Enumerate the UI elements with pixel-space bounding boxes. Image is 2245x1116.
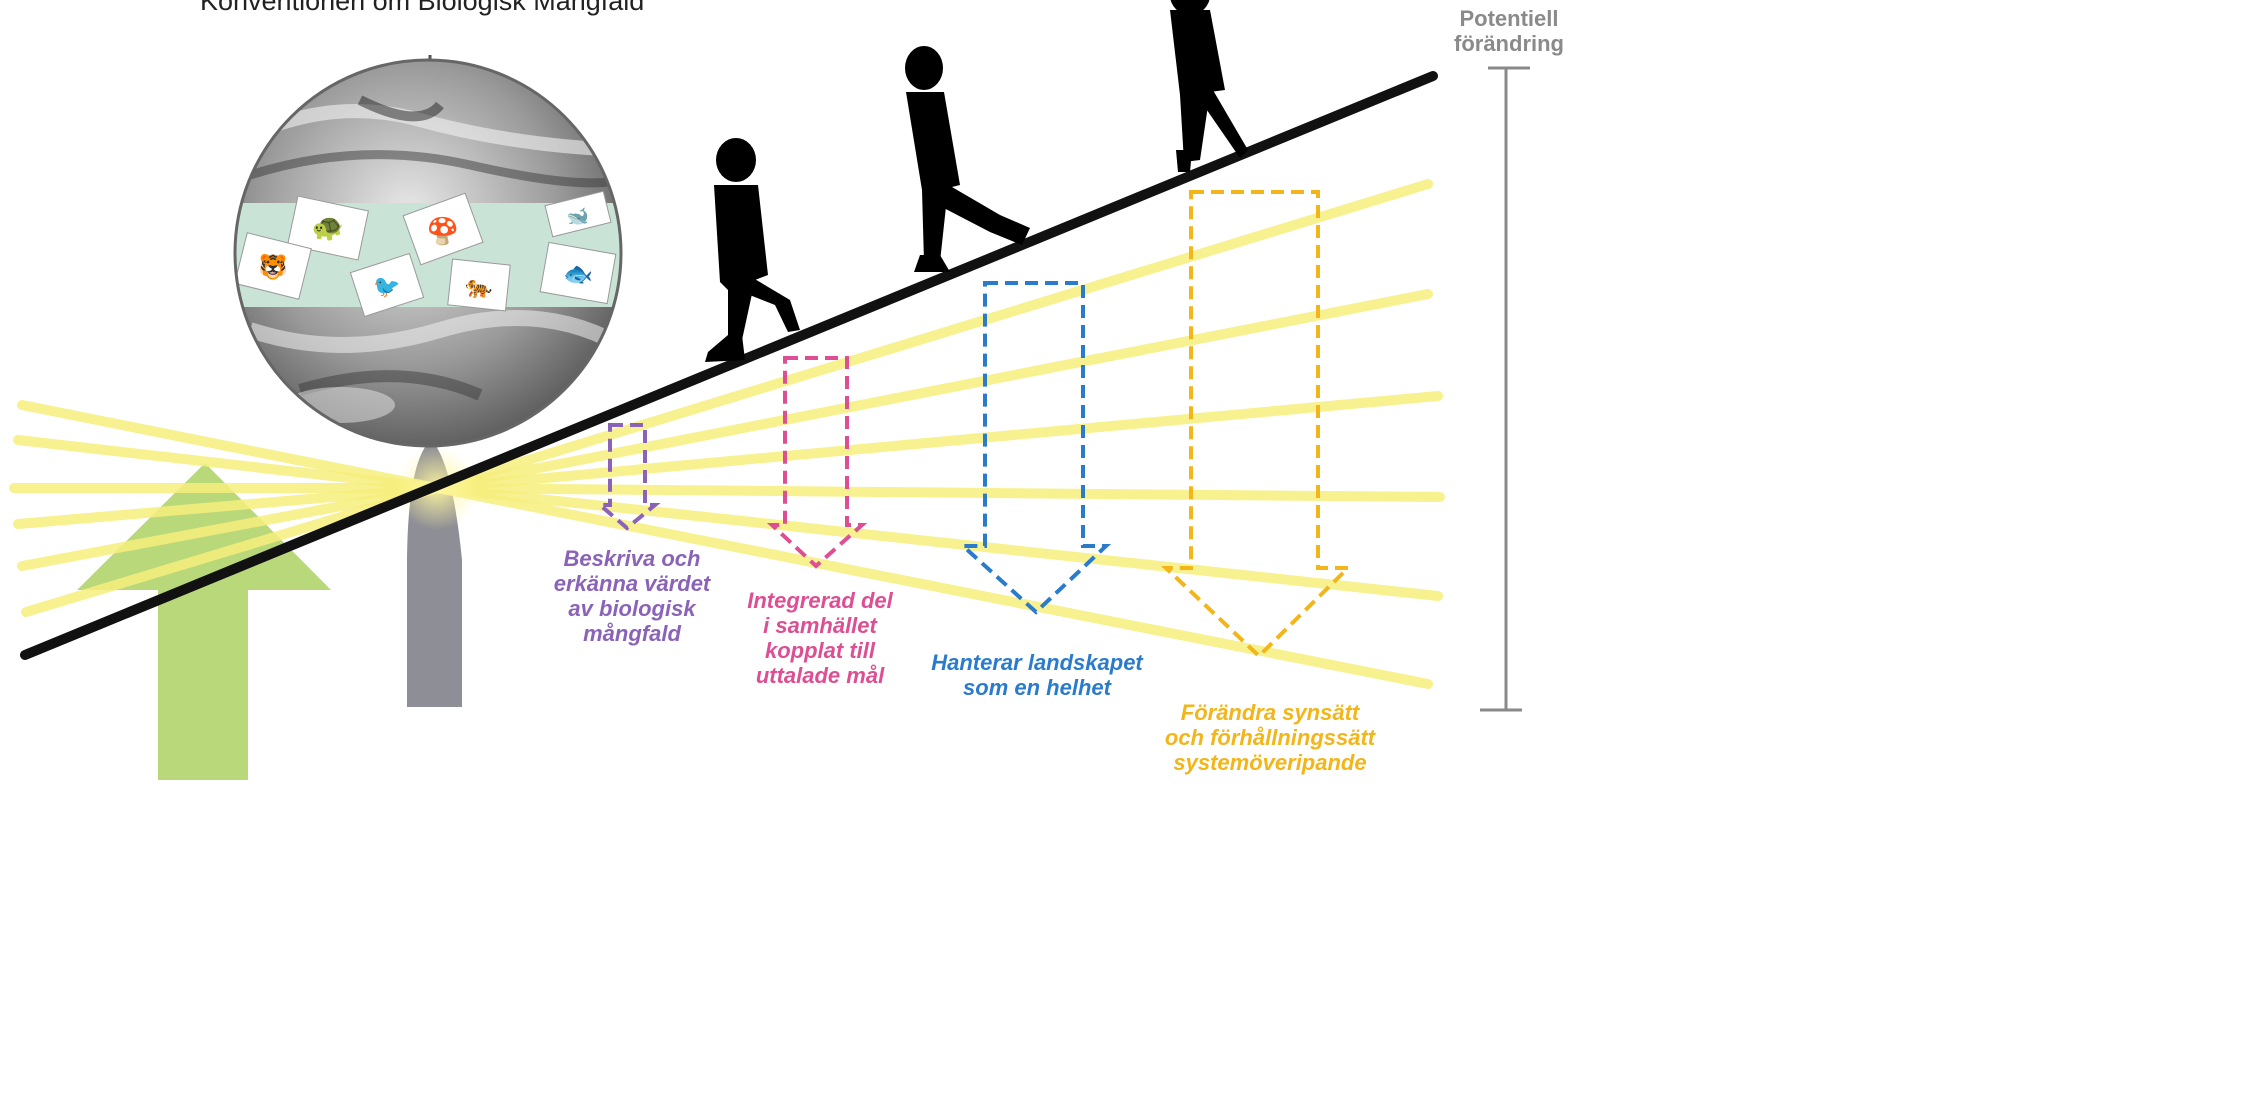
person-silhouette-3 <box>1170 0 1248 172</box>
species-card-4: 🐦 <box>349 252 425 318</box>
tilted-plank <box>20 71 1438 660</box>
diagram-title: Konventionen om Biologisk Mångfald <box>200 0 645 16</box>
label-gold-line-3: systemöveripande <box>1173 750 1367 775</box>
label-blue-line-1: Hanterar landskapet <box>931 650 1143 675</box>
diagram-canvas: 🐢 🍄 🐯 🐦 🐅 🐟 🐋 <box>9 0 1530 780</box>
person-silhouette-1 <box>705 138 800 362</box>
scale-label: Potentiell förändring <box>1454 6 1564 56</box>
label-purple-line-4: mångfald <box>583 621 681 646</box>
label-gold: Förändra synsätt och förhållningssätt sy… <box>1150 700 1390 775</box>
species-card-1: 🐢 <box>286 195 370 261</box>
label-gold-line-2: och förhållningssätt <box>1164 725 1376 750</box>
label-blue-line-2: som en helhet <box>963 675 1111 700</box>
label-pink-line-1: Integrerad del <box>747 588 893 613</box>
whale-icon: 🐋 <box>567 206 589 227</box>
beam-left-5 <box>17 483 442 571</box>
purple-dashed-arrow <box>594 423 661 531</box>
beam-right-1 <box>432 179 1433 493</box>
label-gold-line-1: Förändra synsätt <box>1180 700 1360 725</box>
species-card-7: 🐋 <box>544 190 612 238</box>
scale-bar <box>1480 66 1530 712</box>
scale-label-line-1: Potentiell <box>1459 6 1559 31</box>
label-purple: Beskriva och erkänna värdet av biologisk… <box>548 546 716 646</box>
label-blue: Hanterar landskapet som en helhet <box>918 650 1156 700</box>
label-pink-line-2: i samhället <box>763 613 877 638</box>
fish-icon: 🐟 <box>563 260 593 288</box>
beam-right-4 <box>432 483 1445 502</box>
label-pink-line-4: uttalade mål <box>755 663 885 688</box>
blue-dashed-arrow <box>957 281 1112 615</box>
globe-icon: 🐢 🍄 🐯 🐦 🐅 🐟 🐋 <box>233 55 623 448</box>
label-purple-line-1: Beskriva och <box>563 546 701 571</box>
mushroom-icon: 🍄 <box>427 216 459 247</box>
turtle-icon: 🐢 <box>312 213 344 243</box>
label-purple-line-3: av biologisk <box>568 596 696 621</box>
beam-left-1 <box>17 400 442 493</box>
tiger-icon: 🐯 <box>258 252 288 281</box>
person-silhouette-2 <box>905 46 1030 272</box>
beam-right-2 <box>432 289 1433 493</box>
species-card-3: 🐯 <box>235 232 312 300</box>
label-pink-line-3: kopplat till <box>765 638 875 663</box>
beam-right-3 <box>432 391 1443 493</box>
beam-left-4 <box>13 483 442 529</box>
species-card-2: 🍄 <box>402 192 484 266</box>
label-pink: Integrerad del i samhället kopplat till … <box>740 588 900 688</box>
tiger-icon: 🐅 <box>465 275 492 300</box>
label-purple-line-2: erkänna värdet <box>553 571 711 596</box>
gold-dashed-arrow <box>1160 190 1353 659</box>
bird-icon: 🐦 <box>373 275 400 300</box>
species-card-6: 🐟 <box>539 241 617 305</box>
pink-dashed-arrow <box>766 356 868 569</box>
scale-label-line-2: förändring <box>1454 31 1564 56</box>
beam-left-2 <box>13 435 442 493</box>
species-card-5: 🐅 <box>447 258 511 312</box>
